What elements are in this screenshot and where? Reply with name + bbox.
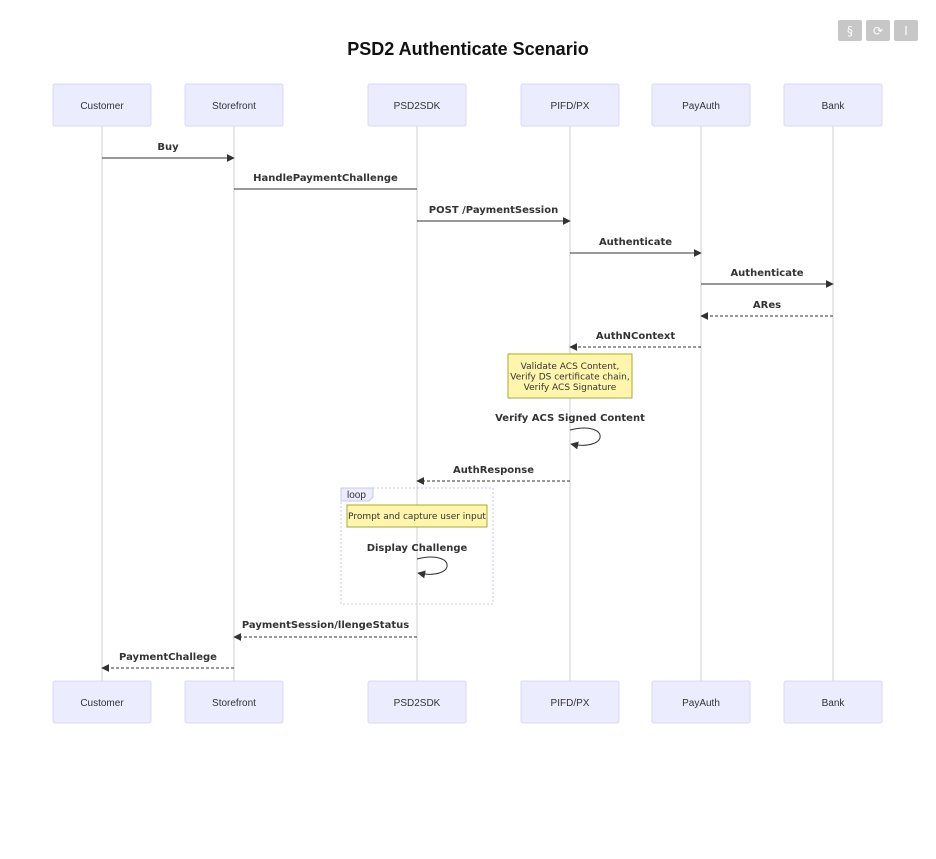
actor-box (783, 83, 883, 127)
message-authncontext: AuthNContext (569, 331, 701, 351)
message-label: Display Challenge (367, 543, 468, 554)
refresh-icon: ⟳ (872, 23, 884, 38)
actor-box (367, 680, 467, 724)
actor-label: PSD2SDK (394, 101, 441, 112)
message-authresponse: AuthResponse (416, 465, 570, 485)
note-text-line: Validate ACS Content, (521, 362, 620, 372)
actor-label: PIFD/PX (551, 101, 590, 112)
actor-bottom-payauth: PayAuth (651, 680, 751, 724)
loop-label: loop (347, 490, 366, 501)
note-text-line: Verify DS certificate chain, (510, 373, 629, 383)
actor-label: Customer (80, 101, 124, 112)
message-label: Verify ACS Signed Content (495, 413, 645, 424)
actor-top-psd2sdk: PSD2SDK (367, 83, 467, 127)
actor-label: Storefront (212, 698, 256, 709)
message-paymentsession-llengestatus: PaymentSession/llengeStatus (233, 620, 417, 641)
actor-bottom-bank: Bank (783, 680, 883, 724)
actor-box (520, 83, 620, 127)
message-authenticate: Authenticate (570, 237, 702, 257)
actor-label: PayAuth (682, 101, 720, 112)
info-icon: I (904, 23, 908, 38)
loop-label-tab (340, 487, 374, 502)
message-label: PaymentSession/llengeStatus (242, 620, 409, 631)
message-label: ARes (753, 300, 781, 311)
actor-label: PSD2SDK (394, 698, 441, 709)
info-button[interactable]: I (894, 20, 918, 41)
note-box (346, 504, 488, 528)
message-label: Authenticate (730, 268, 803, 279)
message-ares: ARes (700, 300, 833, 320)
actor-bottom-psd2sdk: PSD2SDK (367, 680, 467, 724)
message-handlepaymentchallenge: HandlePaymentChallenge (234, 173, 417, 190)
diagram-title: PSD2 Authenticate Scenario (347, 39, 588, 59)
loop-frame: loop (340, 487, 494, 605)
actor-label: PayAuth (682, 698, 720, 709)
actor-label: Bank (822, 698, 846, 709)
actor-label: Customer (80, 698, 124, 709)
message-display-challenge: Display Challenge (367, 543, 468, 579)
refresh-button[interactable]: ⟳ (866, 20, 890, 41)
actor-bottom-storefront: Storefront (184, 680, 284, 724)
actor-bottom-customer: Customer (52, 680, 152, 724)
actor-box (367, 83, 467, 127)
actor-box (651, 83, 751, 127)
message-label: HandlePaymentChallenge (253, 173, 398, 184)
note-2: Prompt and capture user input (346, 504, 488, 528)
message-label: Buy (157, 142, 179, 153)
actor-top-customer: Customer (52, 83, 152, 127)
actor-top-pifd-px: PIFD/PX (520, 83, 620, 127)
actor-top-payauth: PayAuth (651, 83, 751, 127)
message-authenticate: Authenticate (701, 268, 834, 288)
diagram-toolbar: § ⟳ I (838, 20, 918, 41)
actor-box (52, 680, 152, 724)
message-post-paymentsession: POST /PaymentSession (417, 205, 571, 225)
message-label: PaymentChallege (119, 652, 217, 663)
section-button[interactable]: § (838, 20, 862, 41)
loop-border (340, 487, 494, 605)
actor-top-bank: Bank (783, 83, 883, 127)
actor-top-storefront: Storefront (184, 83, 284, 127)
note-box (507, 353, 633, 399)
actor-box (184, 83, 284, 127)
message-label: AuthResponse (453, 465, 534, 476)
actor-bottom-pifd-px: PIFD/PX (520, 680, 620, 724)
note-text-line: Verify ACS Signature (524, 383, 617, 393)
message-buy: Buy (102, 142, 235, 162)
actor-box (651, 680, 751, 724)
actor-box (184, 680, 284, 724)
message-paymentchallege: PaymentChallege (101, 652, 234, 672)
actor-label: PIFD/PX (551, 698, 590, 709)
message-verify-acs-signed-content: Verify ACS Signed Content (495, 413, 645, 450)
actor-label: Bank (822, 101, 846, 112)
message-label: POST /PaymentSession (429, 205, 558, 216)
self-message-arrow (569, 427, 601, 450)
message-label: AuthNContext (596, 331, 675, 342)
note-1: Validate ACS Content,Verify DS certifica… (507, 353, 633, 399)
actor-box (520, 680, 620, 724)
actor-label: Storefront (212, 101, 256, 112)
note-text-line: Prompt and capture user input (348, 512, 486, 522)
actor-box (52, 83, 152, 127)
self-message-arrow (416, 556, 448, 579)
message-label: Authenticate (599, 237, 672, 248)
section-icon: § (847, 23, 853, 38)
actor-box (783, 680, 883, 724)
